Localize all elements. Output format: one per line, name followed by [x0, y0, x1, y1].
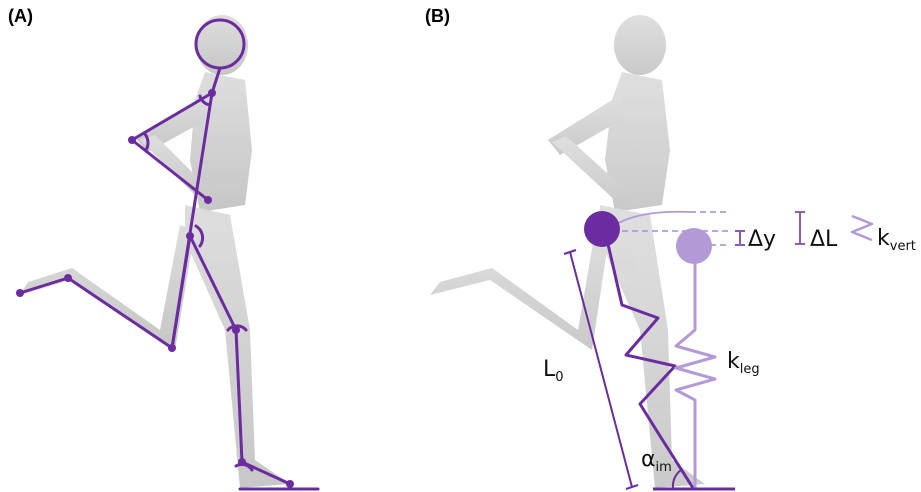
runner-silhouette-b: [430, 15, 705, 488]
runner-silhouette-a: [20, 15, 290, 488]
k-leg-label: kleg: [727, 349, 760, 377]
k-vert-label: kvert: [877, 226, 916, 254]
k-leg-sub: leg: [740, 362, 760, 377]
k-vert-sub: vert: [890, 239, 916, 254]
center-of-mass-high: [584, 211, 620, 247]
skeleton-a: [20, 20, 318, 489]
k-leg-main: k: [727, 349, 740, 374]
vertical-spring-icon: [852, 216, 872, 240]
delta-l-label: ΔL: [810, 227, 838, 252]
alpha-sub: im: [656, 460, 672, 475]
delta-y-label: Δy: [748, 227, 776, 252]
l0-sub: 0: [555, 370, 563, 385]
center-of-mass-low: [676, 228, 712, 264]
k-vert-main: k: [877, 226, 890, 251]
l0-main: L: [543, 357, 556, 382]
panel-b: Δy ΔL kvert kleg L0 αim: [430, 15, 916, 489]
l0-label: L0: [543, 357, 564, 385]
panel-a: [16, 15, 318, 489]
light-leg-spring: [676, 248, 715, 488]
alpha-main: α: [641, 447, 656, 472]
